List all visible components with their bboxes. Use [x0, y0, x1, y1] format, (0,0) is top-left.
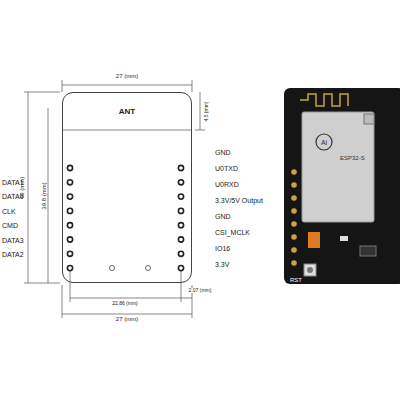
pin-name: DATA2 [2, 251, 24, 258]
header-pin [178, 194, 183, 199]
module-name: ESP32-S [340, 155, 365, 161]
dimension: 4.5 (mm) [204, 100, 209, 122]
header-pad [291, 260, 297, 266]
pin-name: CLK [2, 208, 16, 215]
header-pin [178, 237, 183, 242]
dimension: 27 (mm) [116, 73, 138, 79]
header-pin [67, 251, 72, 256]
button-label: RST [290, 277, 302, 283]
header-pin [67, 180, 72, 185]
pin-name: CMD [2, 222, 18, 229]
pin-name: U0TXD [215, 165, 238, 172]
pin-name: DATA0 [2, 193, 24, 200]
pin-name: U0RXD [215, 181, 239, 188]
header-pad [291, 182, 297, 188]
header-pin [67, 208, 72, 213]
dimension: 22.86 (mm) [112, 301, 138, 306]
header-pad [291, 221, 297, 227]
header-pin [178, 266, 183, 271]
header-pad [291, 169, 297, 175]
pin-name: CSI_MCLK [215, 229, 250, 236]
logo-text: Ai [321, 139, 327, 146]
header-pin [67, 223, 72, 228]
header-pin [178, 251, 183, 256]
header-pin [67, 237, 72, 242]
header-pad [291, 208, 297, 214]
dimension: 27 (mm) [116, 316, 138, 322]
pin-name: DATA1 [2, 179, 24, 186]
pin-name: DATA3 [2, 237, 24, 244]
header-pin [67, 266, 72, 271]
pin-name: IO16 [215, 245, 230, 252]
header-pad [291, 195, 297, 201]
board-outline: ANT [62, 92, 192, 283]
header-pin [178, 223, 183, 228]
antenna-label: ANT [63, 107, 191, 116]
header-pin [67, 165, 72, 170]
pin-name: GND [215, 149, 231, 156]
dimension: 39.8 (mm) [41, 181, 47, 210]
pin-name: GND [215, 213, 231, 220]
header-pin [178, 208, 183, 213]
dimension: 2.07 (mm) [188, 288, 213, 293]
pin-name: 3.3V [215, 261, 229, 268]
header-pin [178, 165, 183, 170]
header-pin [178, 180, 183, 185]
header-pad [291, 234, 297, 240]
header-pin [67, 194, 72, 199]
pin-name: 3.3V/5V Output [215, 197, 263, 204]
header-pad [291, 247, 297, 253]
